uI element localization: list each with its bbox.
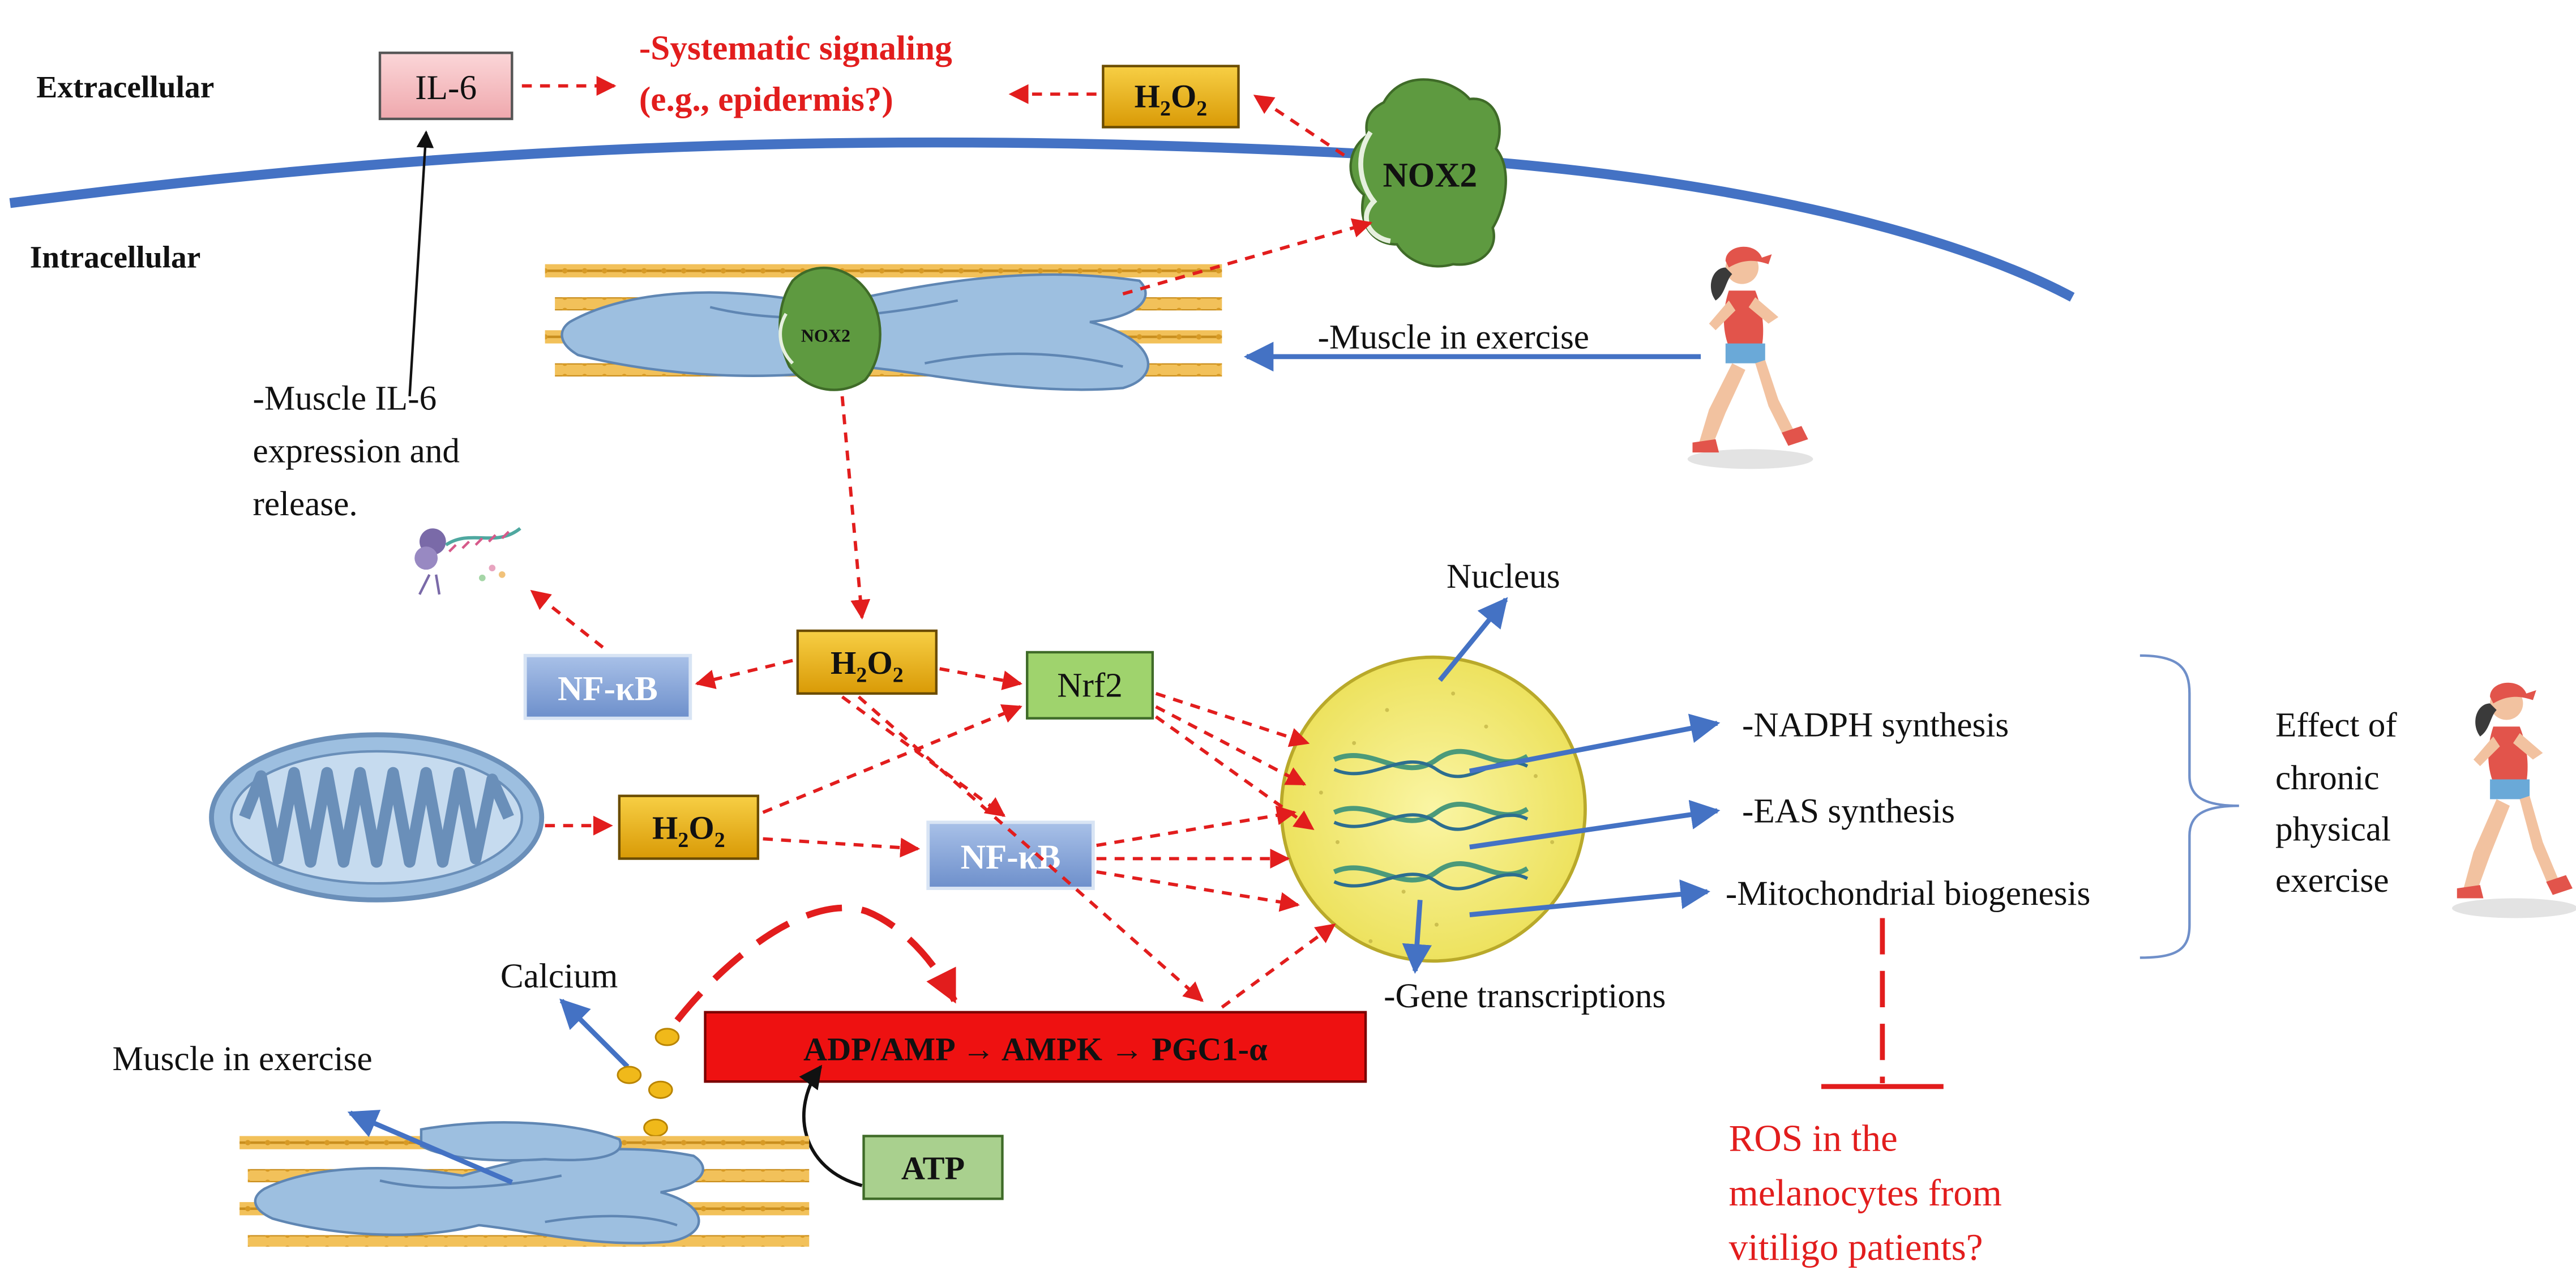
il6-expression-line2: expression and	[253, 432, 460, 471]
nucleus-pointer-arrow	[1437, 597, 1508, 682]
nfkb-left-label: NF-κB	[558, 670, 658, 708]
nrf2-to-nucleus-c	[1154, 715, 1315, 831]
chronic-line1: Effect of	[2275, 706, 2397, 745]
atp-label: ATP	[901, 1149, 965, 1186]
ros-line2: melanocytes from	[1729, 1171, 2002, 1214]
translation-icon	[414, 527, 521, 595]
h2o2-top-box: H2O2	[1102, 65, 1240, 129]
extracellular-label: Extracellular	[36, 70, 214, 104]
h2o2-center-box: H2O2	[796, 629, 938, 695]
nfkb-to-nucleus-a	[1096, 805, 1297, 848]
svg-text:H2O2: H2O2	[652, 810, 725, 853]
nrf2-to-nucleus-b	[1155, 705, 1307, 786]
effects-brace	[2139, 654, 2239, 959]
nadph-arrow	[1469, 713, 1721, 774]
h2o2-to-nfkb-center-arrow	[841, 695, 1006, 818]
muscle-to-h2o2-arrow	[840, 396, 871, 620]
nox2-membrane-protein: NOX2	[1349, 78, 1507, 268]
h2o2-to-ampk-arrow	[857, 695, 1204, 1002]
calcium-ions	[617, 1028, 680, 1137]
calcium-label: Calcium	[500, 957, 618, 995]
svg-text:H2O2: H2O2	[831, 644, 904, 687]
nucleus-label: Nucleus	[1447, 557, 1560, 596]
nrf2-label: Nrf2	[1057, 666, 1123, 705]
h2o2-center-h: H	[831, 644, 856, 681]
ros-line3: vitiligo patients?	[1729, 1226, 1983, 1268]
systematic-signaling-line2: (e.g., epidermis?)	[639, 80, 893, 118]
chronic-line3: physical	[2275, 810, 2391, 848]
il6-box: IL-6	[378, 52, 514, 121]
il6-release-arrow	[408, 130, 434, 397]
muscle-fiber-bottom	[239, 1121, 810, 1247]
il6-label: IL-6	[415, 69, 477, 107]
calcium-to-ampk-arrow	[674, 904, 958, 1023]
il6-expression-line3: release.	[253, 485, 357, 523]
nfkb-center-label: NF-κB	[961, 838, 1061, 876]
svg-text:H2O2: H2O2	[1135, 78, 1208, 121]
h2o2-to-nfkb-arrow	[695, 658, 793, 689]
cell-membrane	[9, 137, 2075, 302]
chronic-line4: exercise	[2275, 861, 2389, 900]
mitochondrion	[209, 732, 545, 903]
h2o2-top-h: H	[1135, 78, 1160, 115]
calcium-arrow	[559, 998, 630, 1069]
nox2-muscle-label: NOX2	[801, 326, 850, 346]
gene-trans-arrow	[1402, 900, 1432, 974]
nfkb-to-il6-arrow	[530, 589, 604, 649]
intracellular-label: Intracellular	[30, 240, 201, 274]
mito-bio-arrow	[1469, 879, 1710, 918]
eas-label: -EAS synthesis	[1742, 792, 1955, 830]
muscle-exercise-top-label: -Muscle in exercise	[1317, 318, 1589, 356]
ampk-chain-label: ADP/AMP → AMPK → PGC1-α	[803, 1030, 1268, 1067]
nox2-membrane-label: NOX2	[1383, 156, 1477, 195]
atp-to-ampk-arrow	[799, 1064, 863, 1187]
eas-arrow	[1469, 799, 1721, 850]
il6-expression-line1: -Muscle IL-6	[253, 379, 437, 417]
h2o2-mito-to-nfkb-arrow	[763, 837, 921, 858]
nfkb-to-nucleus-c	[1096, 870, 1300, 912]
h2o2-to-nrf2-arrow	[939, 667, 1022, 690]
nrf2-to-nucleus-a	[1155, 692, 1310, 747]
runner-right-icon	[2452, 682, 2576, 918]
mito-bio-label: -Mitochondrial biogenesis	[1726, 874, 2091, 913]
chronic-line2: chronic	[2275, 759, 2380, 797]
nucleus	[1280, 655, 1587, 963]
atp-box: ATP	[862, 1135, 1004, 1200]
ampk-chain-box: ADP/AMP → AMPK → PGC1-α	[704, 1011, 1367, 1083]
systematic-signaling-line1: -Systematic signaling	[639, 29, 952, 67]
signal-arrows	[521, 76, 1373, 1009]
nadph-label: -NADPH synthesis	[1742, 706, 2009, 745]
runner-top-icon	[1687, 246, 1813, 469]
h2o2-mito-h: H	[652, 810, 678, 846]
h2o2-mito-box: H2O2	[618, 794, 760, 860]
ros-line1: ROS in the	[1729, 1117, 1898, 1160]
ampk-to-nucleus-arrow	[1221, 923, 1336, 1009]
nrf2-box: Nrf2	[1026, 651, 1154, 720]
muscle-to-nox2-arrow	[1122, 218, 1373, 296]
gene-trans-label: -Gene transcriptions	[1384, 977, 1666, 1015]
muscle-fiber-top: NOX2	[545, 264, 1222, 391]
nfkb-left-box: NF-κB	[523, 653, 692, 720]
h2o2-mito-to-nrf2-arrow	[762, 704, 1022, 814]
muscle-exercise-bottom-label: Muscle in exercise	[113, 1040, 373, 1078]
muscle-bottom-arrow	[347, 1110, 514, 1185]
